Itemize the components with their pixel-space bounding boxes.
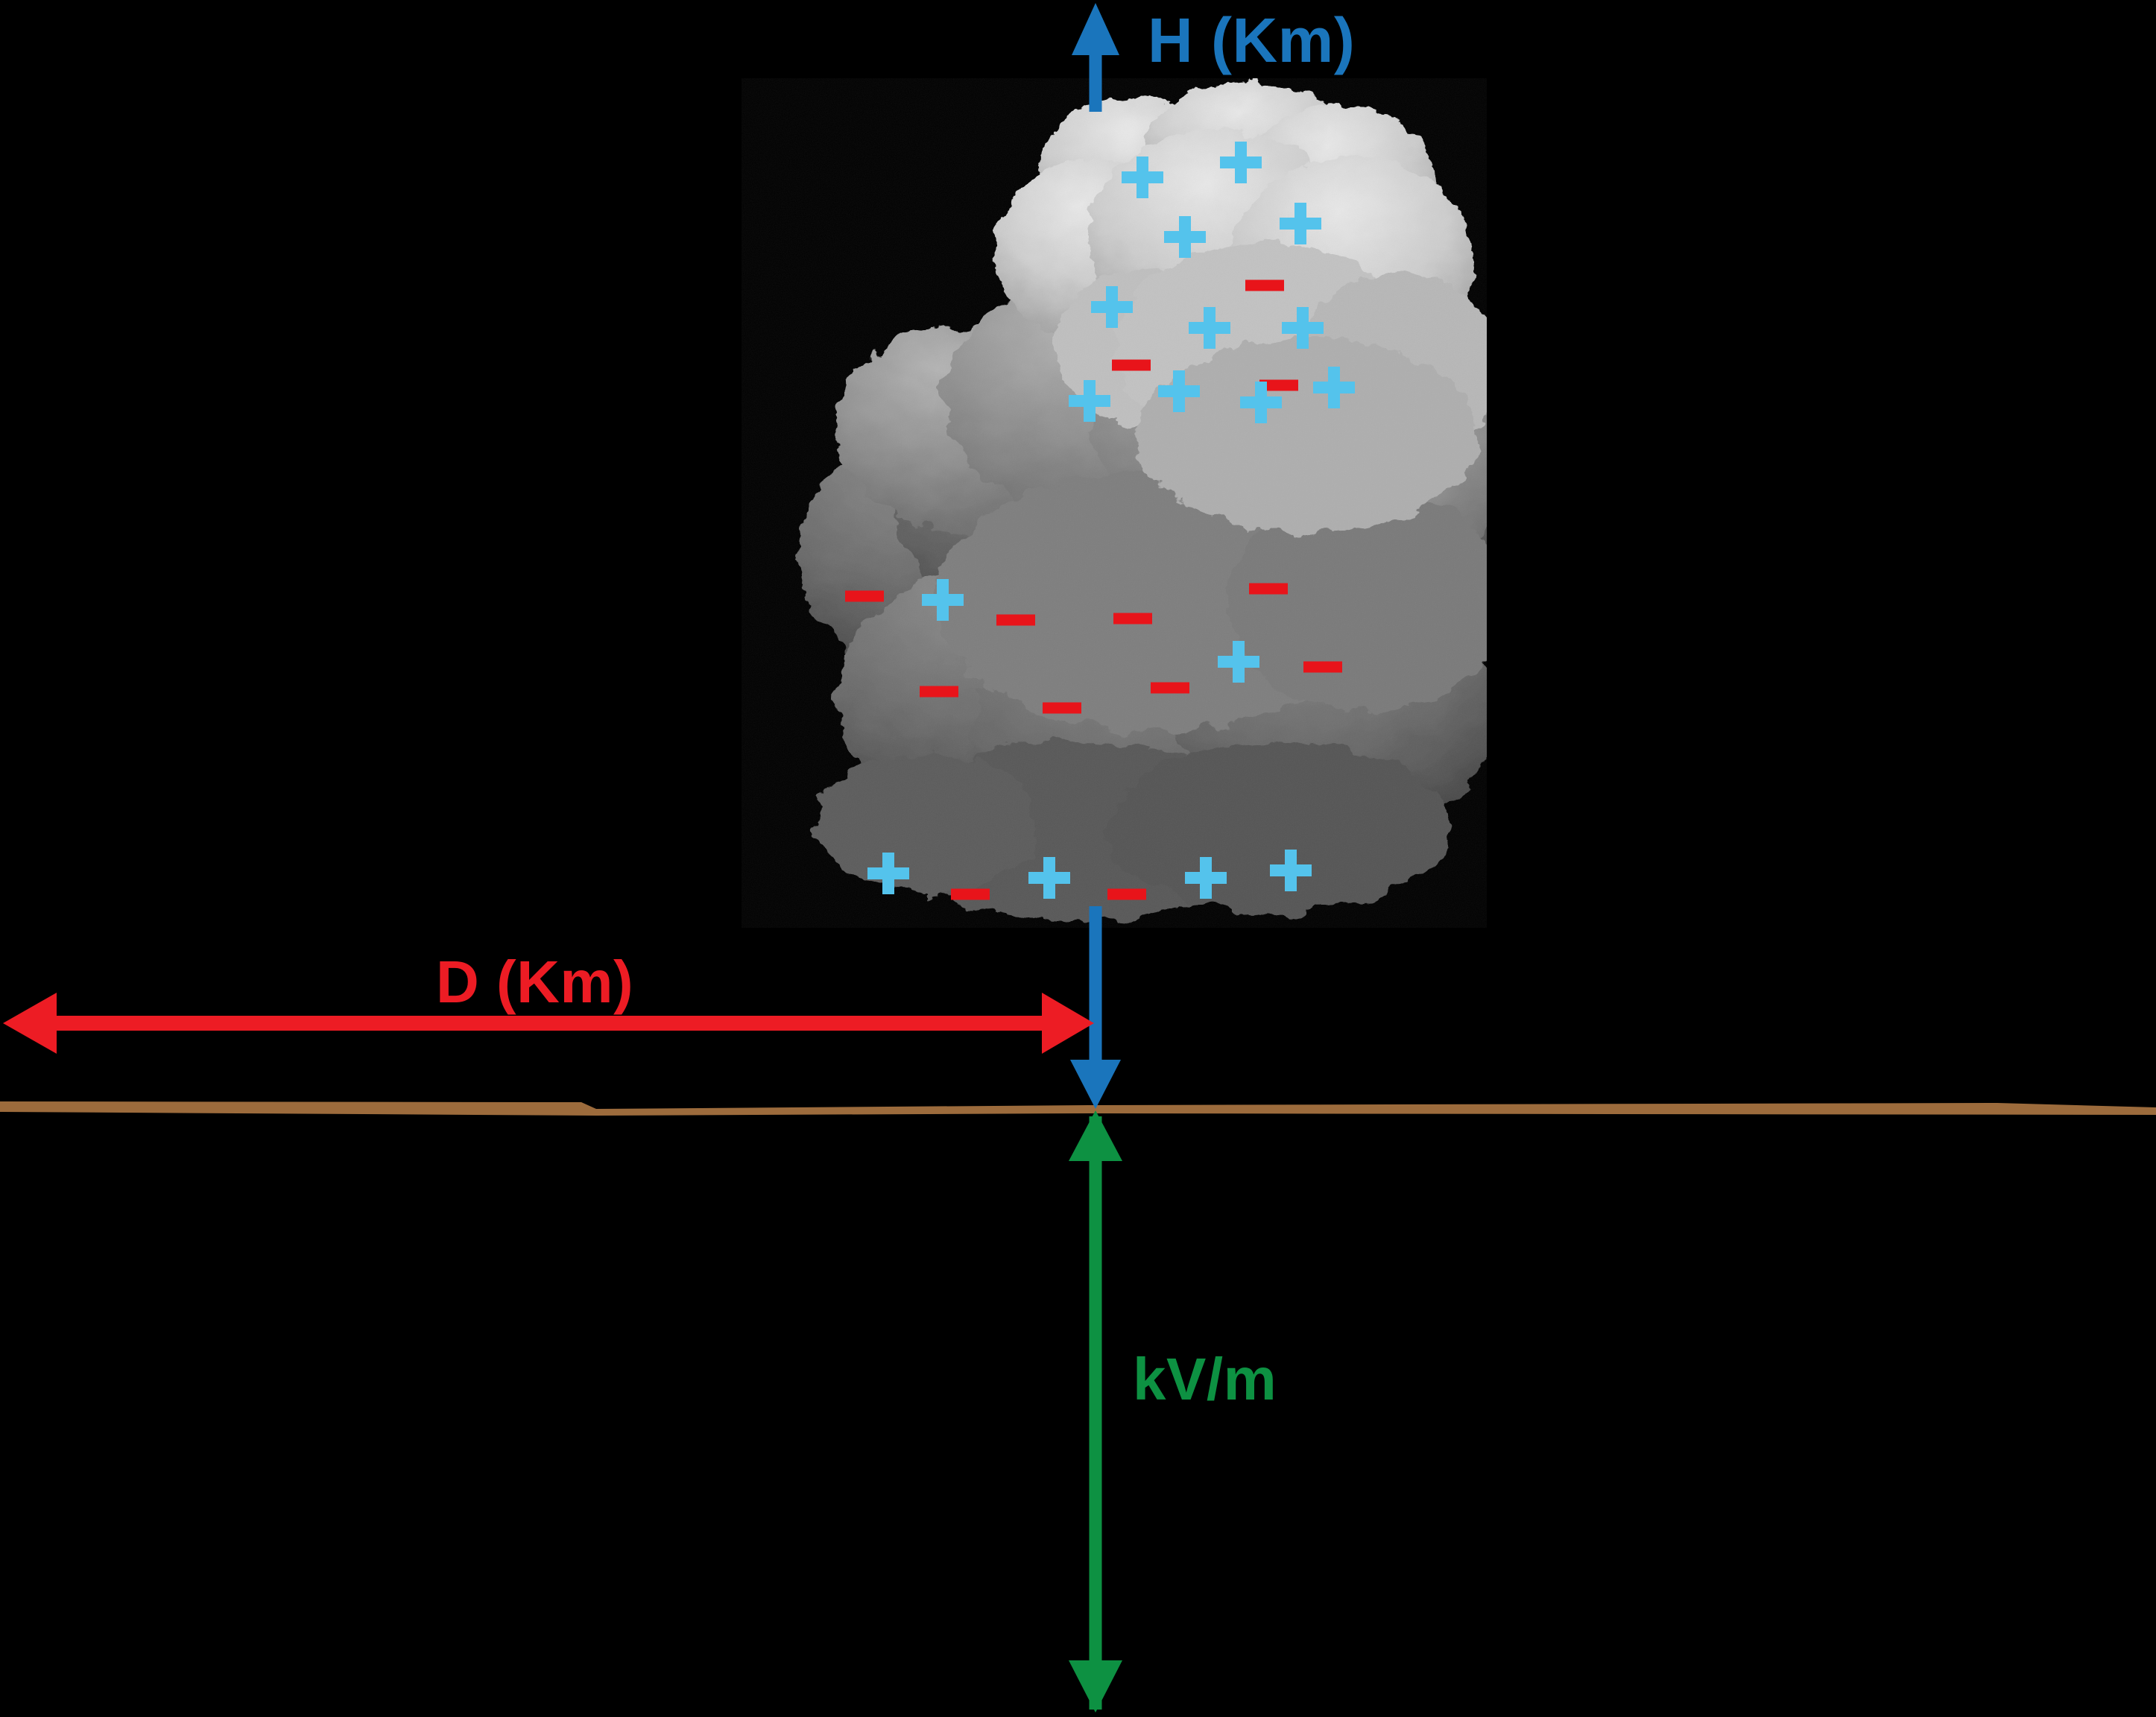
positive-charge — [1313, 367, 1355, 408]
positive-charge — [1280, 203, 1321, 244]
positive-charge — [1158, 370, 1200, 412]
negative-charge — [1249, 583, 1288, 595]
negative-charge — [920, 686, 958, 698]
negative-charge — [1303, 661, 1342, 673]
height-label: H (Km) — [1148, 5, 1356, 75]
field-arrow — [1069, 1110, 1122, 1713]
positive-charge — [1240, 382, 1282, 423]
ground — [0, 1097, 2156, 1118]
positive-charge — [1282, 307, 1324, 349]
positive-charge — [1270, 850, 1312, 891]
negative-charge — [1043, 702, 1081, 714]
positive-charge — [1189, 307, 1230, 349]
positive-charge — [1164, 216, 1206, 258]
positive-charge — [1218, 641, 1259, 683]
height-arrow-down — [1070, 906, 1121, 1109]
thundercloud — [742, 78, 1487, 928]
positive-charge — [922, 579, 964, 621]
negative-charge — [1107, 888, 1146, 900]
distance-arrow — [3, 993, 1094, 1054]
positive-charge — [1091, 286, 1133, 328]
ground-line — [0, 1101, 2156, 1116]
positive-charge — [867, 853, 909, 894]
negative-charge — [1112, 359, 1151, 371]
negative-charge — [996, 614, 1035, 626]
positive-charge — [1220, 142, 1262, 183]
distance-label: D (Km) — [436, 949, 634, 1015]
height-arrow-up — [1072, 3, 1119, 112]
ground-surface — [0, 1101, 2156, 1116]
negative-charge — [845, 590, 884, 602]
positive-charge — [1028, 857, 1070, 899]
negative-charge — [951, 888, 990, 900]
negative-charge — [1113, 613, 1152, 624]
negative-charge — [1245, 279, 1284, 291]
cloud-texture — [742, 78, 1487, 928]
positive-charge — [1122, 156, 1163, 198]
negative-charge — [1259, 379, 1298, 391]
field-label: kV/m — [1133, 1346, 1277, 1412]
cloud-shape — [742, 78, 1487, 928]
negative-charge — [1151, 682, 1189, 694]
positive-charge — [1185, 857, 1227, 899]
positive-charge — [1069, 380, 1110, 422]
